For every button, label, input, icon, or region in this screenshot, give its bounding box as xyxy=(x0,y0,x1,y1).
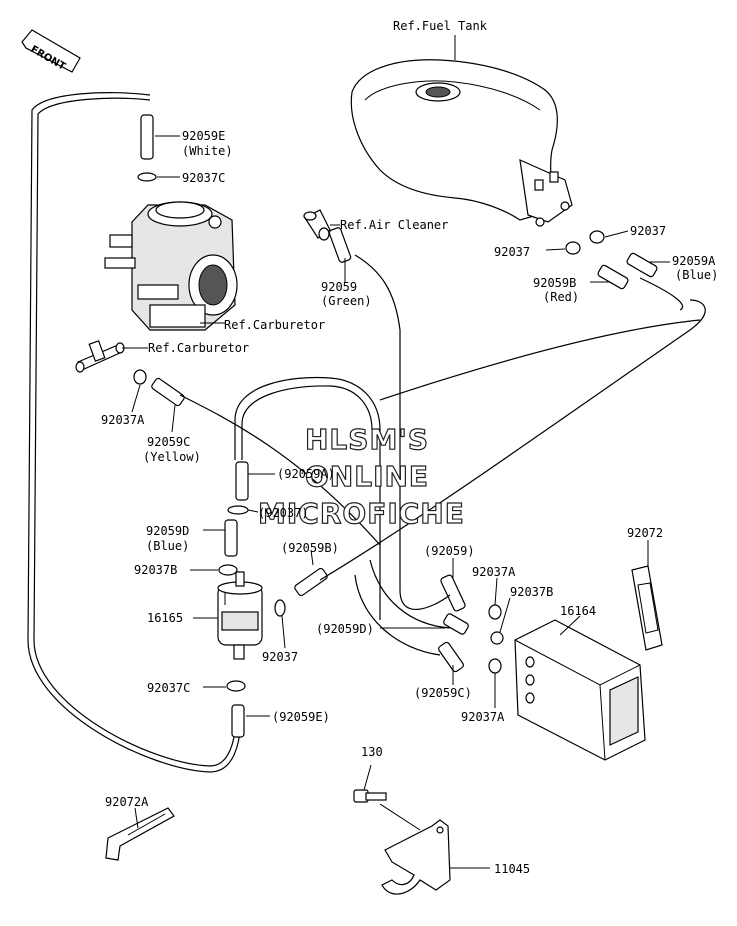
label-92059D-right: (92059D) xyxy=(316,622,374,636)
label-92059B-mid: (92059B) xyxy=(281,541,339,555)
label-92072: 92072 xyxy=(627,526,664,540)
clip-92037C-top-icon xyxy=(137,172,157,182)
clip-92037-right-icon xyxy=(589,230,605,244)
clip-92037A-left-icon xyxy=(133,369,147,385)
label-92059C-color: (Yellow) xyxy=(143,450,201,464)
label-ref-fuel-tank: Ref.Fuel Tank xyxy=(393,19,487,33)
label-92059-right: (92059) xyxy=(424,544,475,558)
clip-92037-mid-icon xyxy=(227,505,249,515)
hose-92059B-mid-icon xyxy=(294,567,328,597)
label-16164: 16164 xyxy=(560,604,597,618)
label-92059C-right: (92059C) xyxy=(414,686,472,700)
label-92037B-right: 92037B xyxy=(510,585,554,599)
hose-92059C-right-icon xyxy=(438,641,464,673)
label-16165: 16165 xyxy=(147,611,184,625)
hose-92059C-icon xyxy=(151,377,185,407)
clip-92037A-right-top-icon xyxy=(488,604,502,620)
label-92059E-top-color: (White) xyxy=(182,144,233,158)
canister-icon xyxy=(514,619,646,761)
hose-92059E-top-icon xyxy=(140,114,154,160)
label-11045: 11045 xyxy=(494,862,531,876)
label-92059D: 92059D xyxy=(146,524,190,538)
hose-92059E-bottom-icon xyxy=(231,704,245,738)
clip-92037B-right-icon xyxy=(490,631,504,645)
label-92059A-color: (Blue) xyxy=(675,268,719,282)
carburetor-icon xyxy=(104,201,238,331)
label-92059-green: 92059 xyxy=(321,280,358,294)
label-92059A-mid: (92059A) xyxy=(277,467,335,481)
label-92037-mid: (92037) xyxy=(258,506,309,520)
label-92059E-bottom: (92059E) xyxy=(272,710,330,724)
label-92059-green-color: (Green) xyxy=(321,294,372,308)
label-92059C: 92059C xyxy=(147,435,191,449)
watermark-line-1: HLSM'S xyxy=(304,422,430,456)
t-joint-icon xyxy=(75,340,148,373)
watermark-line-2: ONLINE xyxy=(304,459,430,493)
leader-lines xyxy=(131,135,670,829)
watermark-line-3: MICROFICHE xyxy=(257,496,465,530)
clip-92037-filter-icon xyxy=(274,599,286,617)
hose-92059A-mid-icon xyxy=(235,461,249,501)
bolt-130-icon xyxy=(353,764,421,831)
label-92037-filter: 92037 xyxy=(262,650,299,664)
clip-92037C-bottom-icon xyxy=(226,680,246,692)
bracket-92072A-icon xyxy=(105,807,175,861)
fuel-tank-icon xyxy=(350,35,573,227)
label-130: 130 xyxy=(361,745,383,759)
label-92059B-red-color: (Red) xyxy=(543,290,580,304)
hose-92059B-red-icon xyxy=(597,264,629,290)
label-ref-carburetor-1: Ref.Carburetor xyxy=(224,318,326,332)
label-92059D-color: (Blue) xyxy=(146,539,190,553)
label-92072A: 92072A xyxy=(105,795,149,809)
hose-92059A-icon xyxy=(626,252,658,278)
label-92037-right: 92037 xyxy=(630,224,667,238)
label-92059A: 92059A xyxy=(672,254,716,268)
label-92037C-bottom: 92037C xyxy=(147,681,191,695)
bracket-11045-icon xyxy=(381,819,490,895)
label-ref-air-cleaner: Ref.Air Cleaner xyxy=(340,218,449,232)
label-92037A-right-bottom: 92037A xyxy=(461,710,505,724)
label-92037-left: 92037 xyxy=(494,245,531,259)
front-arrow-icon xyxy=(21,29,81,73)
clip-92037B-left-icon xyxy=(218,564,238,576)
label-ref-carburetor-2: Ref.Carburetor xyxy=(148,341,250,355)
label-92037C-top: 92037C xyxy=(182,171,226,185)
band-92072-icon xyxy=(631,565,663,651)
label-92037B-left: 92037B xyxy=(134,563,178,577)
label-92059B-red: 92059B xyxy=(533,276,577,290)
label-92059E-top: 92059E xyxy=(182,129,226,143)
fuel-filter-icon xyxy=(217,571,263,660)
label-92037A-right-top: 92037A xyxy=(472,565,516,579)
air-cleaner-elbow-icon xyxy=(303,209,340,241)
hose-92059-right-icon xyxy=(440,574,466,612)
hose-92059D-icon xyxy=(224,519,238,557)
clip-92037-left-icon xyxy=(565,241,581,255)
label-92037A-left: 92037A xyxy=(101,413,145,427)
hose-92059-green-icon xyxy=(328,227,352,263)
hose-92059D-right-icon xyxy=(443,613,469,635)
clip-92037A-right-bottom-icon xyxy=(488,658,502,674)
